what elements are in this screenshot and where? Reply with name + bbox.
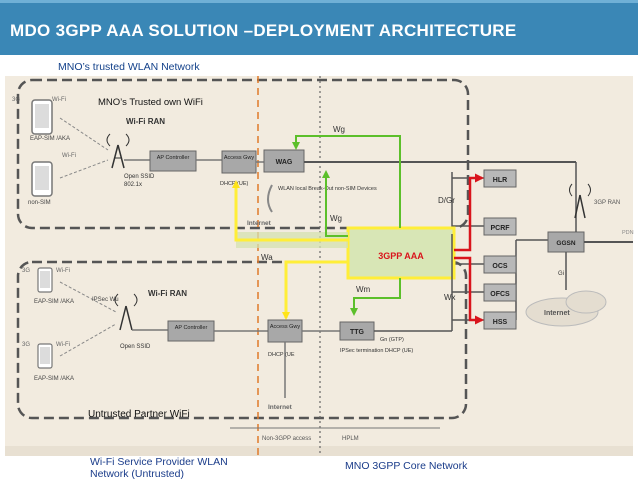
pcrf-box bbox=[483, 217, 517, 236]
ipsec-term-label: IPSec termination DHCP (UE) bbox=[340, 348, 413, 354]
ap-controller-label: AP Controller bbox=[175, 325, 208, 331]
wifi-label: Wi-Fi bbox=[52, 97, 66, 103]
internet-label: Internet bbox=[247, 220, 272, 227]
wifi-ran-label: Wi-Fi RAN bbox=[148, 289, 187, 298]
wa-label: Wa bbox=[261, 253, 273, 262]
trusted-network-label: MNO’s trusted WLAN Network bbox=[58, 61, 200, 73]
gi-label: Gi bbox=[558, 271, 564, 277]
hlr-label: HLR bbox=[493, 177, 507, 184]
wifi-label: Wi-Fi bbox=[56, 342, 70, 348]
wag-label: WAG bbox=[276, 159, 293, 166]
wg-label: Wg bbox=[330, 214, 342, 223]
wm-link bbox=[350, 278, 401, 316]
wifi-provider-label: Wi-Fi Service Provider WLAN Network (Unt… bbox=[90, 456, 228, 480]
diagram-footer-strip bbox=[5, 446, 633, 456]
header-bar: MDO 3GPP AAA SOLUTION –DEPLOYMENT ARCHIT… bbox=[0, 0, 638, 55]
hlr-box bbox=[483, 169, 517, 188]
internet-label: Internet bbox=[268, 404, 293, 411]
wg-link-mid bbox=[322, 170, 348, 237]
aaa-label: 3GPP AAA bbox=[378, 251, 424, 261]
ap-controller-label: AP Controller bbox=[157, 155, 190, 161]
wm-label: Wm bbox=[356, 285, 371, 294]
pdn-label: PDN bbox=[622, 230, 634, 236]
wa-link-top bbox=[232, 180, 348, 242]
wifi-link bbox=[59, 323, 117, 357]
core-network-label: MNO 3GPP Core Network bbox=[345, 460, 468, 472]
open-ssid-label: Open SSID bbox=[120, 344, 151, 350]
internet-label: Internet bbox=[544, 310, 570, 317]
dhcp-label: DHCP (UE) bbox=[220, 181, 248, 187]
antenna-icon bbox=[114, 293, 138, 331]
antenna-icon bbox=[106, 133, 130, 169]
3gpp-ran-label: 3GP RAN bbox=[594, 200, 620, 206]
wg-link-top bbox=[292, 135, 401, 228]
pcrf-label: PCRF bbox=[490, 225, 510, 232]
gn-label: Gn (GTP) bbox=[380, 337, 404, 343]
wg-label: Wg bbox=[333, 125, 345, 134]
wa-link-bottom bbox=[282, 260, 348, 320]
dhcp-label: DHCP (UE bbox=[268, 352, 295, 358]
wx-link bbox=[454, 256, 484, 325]
ap-controller-box bbox=[149, 150, 197, 172]
antenna-icon bbox=[569, 183, 591, 219]
breakout-label: WLAN local Break-Out non-SIM Devices bbox=[278, 186, 377, 192]
wifi-link bbox=[59, 159, 109, 179]
non-sim-label: non-SIM bbox=[28, 200, 51, 206]
trusted-wifi-label: MNO’s Trusted own WiFi bbox=[98, 97, 203, 108]
hss-box bbox=[483, 311, 517, 330]
ipsec-label: IPSec Wu bbox=[92, 297, 119, 303]
eap-sim-label: EAP-SIM /AKA bbox=[30, 136, 70, 142]
phone-icon bbox=[37, 267, 53, 293]
wifi-label: Wi-Fi bbox=[56, 268, 70, 274]
phone-icon bbox=[37, 343, 53, 369]
ofcs-box bbox=[483, 283, 517, 302]
ocs-label: OCS bbox=[492, 263, 508, 270]
dgr-link bbox=[454, 173, 484, 252]
3g-label: 3G bbox=[22, 268, 30, 274]
breakout-arrow bbox=[267, 184, 273, 213]
wifi-label: Wi-Fi bbox=[62, 153, 76, 159]
phone-icon bbox=[31, 161, 53, 197]
ap-controller-box bbox=[167, 320, 215, 342]
3g-label: 3G bbox=[12, 97, 20, 103]
wifi-link bbox=[59, 281, 117, 313]
ocs-box bbox=[483, 255, 517, 274]
eap-sim-label: EAP-SIM /AKA bbox=[34, 376, 74, 382]
page-title: MDO 3GPP AAA SOLUTION –DEPLOYMENT ARCHIT… bbox=[10, 21, 517, 40]
3g-label: 3G bbox=[22, 342, 30, 348]
hss-label: HSS bbox=[493, 319, 508, 326]
open-ssid-label: Open SSID bbox=[124, 174, 155, 180]
access-gwy-label: Access Gwy bbox=[224, 155, 255, 161]
header-stripe bbox=[0, 0, 638, 3]
wifi-ran-label: Wi-Fi RAN bbox=[126, 117, 165, 126]
ttg-label: TTG bbox=[350, 329, 365, 336]
access-gwy-label: Access Gwy bbox=[270, 324, 301, 330]
dgr-label: D/Gr bbox=[438, 196, 455, 205]
untrusted-region bbox=[16, 260, 468, 420]
hplm-label: HPLM bbox=[342, 436, 359, 442]
8021x-label: 802.1x bbox=[124, 182, 142, 188]
ggsn-label: GGSN bbox=[556, 240, 575, 247]
architecture-diagram: Wi-Fi Wi-Fi 3G EAP-SIM /AKA non-SIM Open… bbox=[5, 76, 634, 456]
wx-label: Wx bbox=[444, 293, 456, 302]
phone-icon bbox=[31, 99, 53, 135]
non3gpp-label: Non-3GPP access bbox=[262, 436, 311, 442]
internet-cloud bbox=[525, 290, 607, 327]
untrusted-partner-label: Untrusted Partner WiFi bbox=[88, 409, 190, 420]
ofcs-label: OFCS bbox=[490, 291, 510, 298]
eap-sim-label: EAP-SIM /AKA bbox=[34, 299, 74, 305]
trusted-region bbox=[16, 78, 470, 230]
